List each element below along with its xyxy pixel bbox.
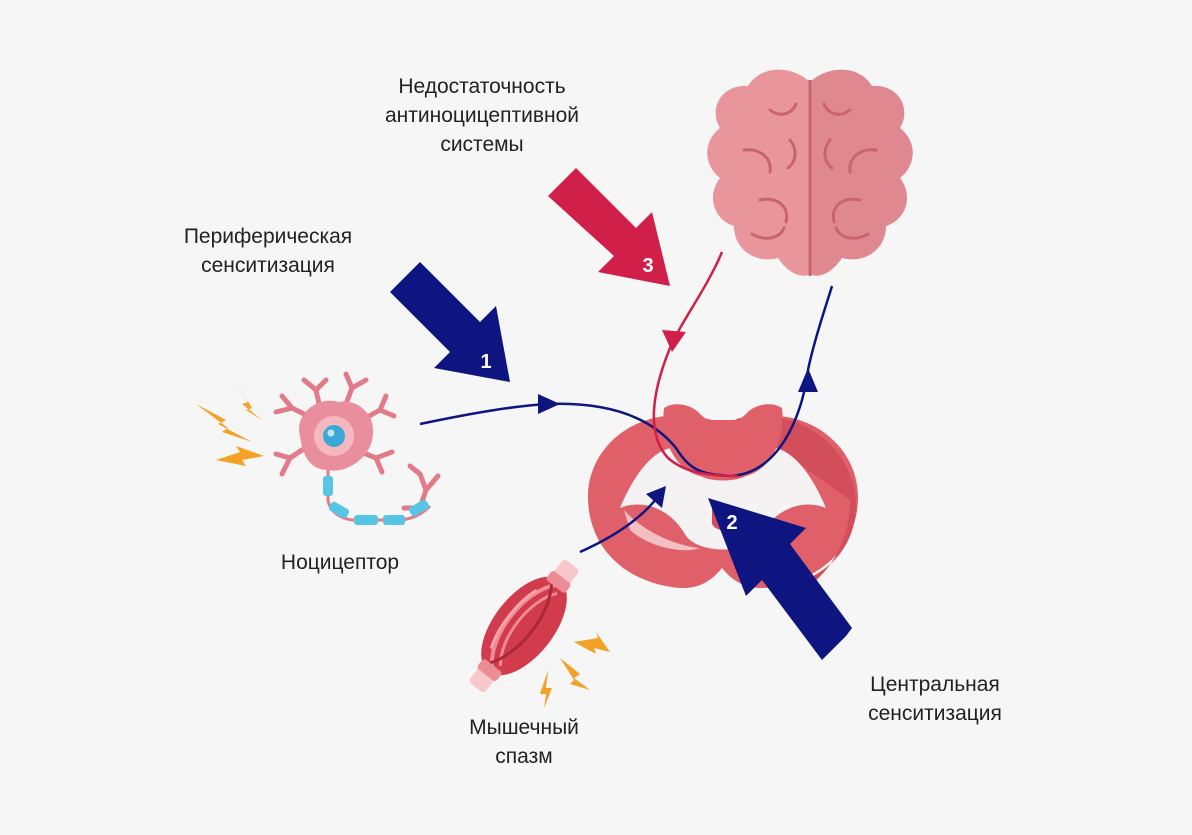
arrow-peripheral	[390, 262, 510, 382]
descending-arrowhead	[662, 330, 686, 352]
label-line: антиноцицептивной	[384, 104, 579, 127]
neuron-icon	[273, 371, 441, 525]
label-line: Периферическая	[183, 225, 353, 248]
label-peripheral: Периферическая сенситизация	[158, 222, 378, 280]
descending-pathway	[652, 251, 739, 478]
brain-icon	[707, 69, 913, 276]
label-line: сенситизация	[201, 254, 335, 277]
label-line: Центральная	[870, 673, 1000, 696]
label-spasm: Мышечный спазм	[436, 713, 612, 771]
label-central: Центральная сенситизация	[840, 670, 1030, 728]
label-nociceptor: Ноцицептор	[250, 548, 430, 577]
pathway-arrowhead	[538, 394, 560, 414]
label-line: спазм	[495, 745, 553, 768]
muscle-icon	[469, 559, 579, 693]
marker-1: 1	[480, 351, 491, 373]
reflex-arrowhead	[646, 486, 666, 508]
arrow-antinociceptive	[548, 168, 670, 286]
label-line: Мышечный	[469, 716, 579, 739]
label-line: Ноцицептор	[280, 551, 400, 574]
marker-2: 2	[726, 512, 737, 534]
pathway-arrowhead	[798, 368, 818, 392]
label-line: Недостаточность	[398, 75, 566, 98]
label-line: сенситизация	[868, 702, 1002, 725]
marker-3: 3	[642, 255, 653, 277]
arrow-central	[708, 498, 852, 660]
lightning-icon	[540, 632, 610, 708]
label-antinociceptive: Недостаточность антиноцицептивной систем…	[362, 72, 602, 159]
label-line: системы	[440, 133, 524, 156]
spinal-cord-icon	[587, 404, 859, 589]
lightning-icon	[196, 382, 264, 466]
